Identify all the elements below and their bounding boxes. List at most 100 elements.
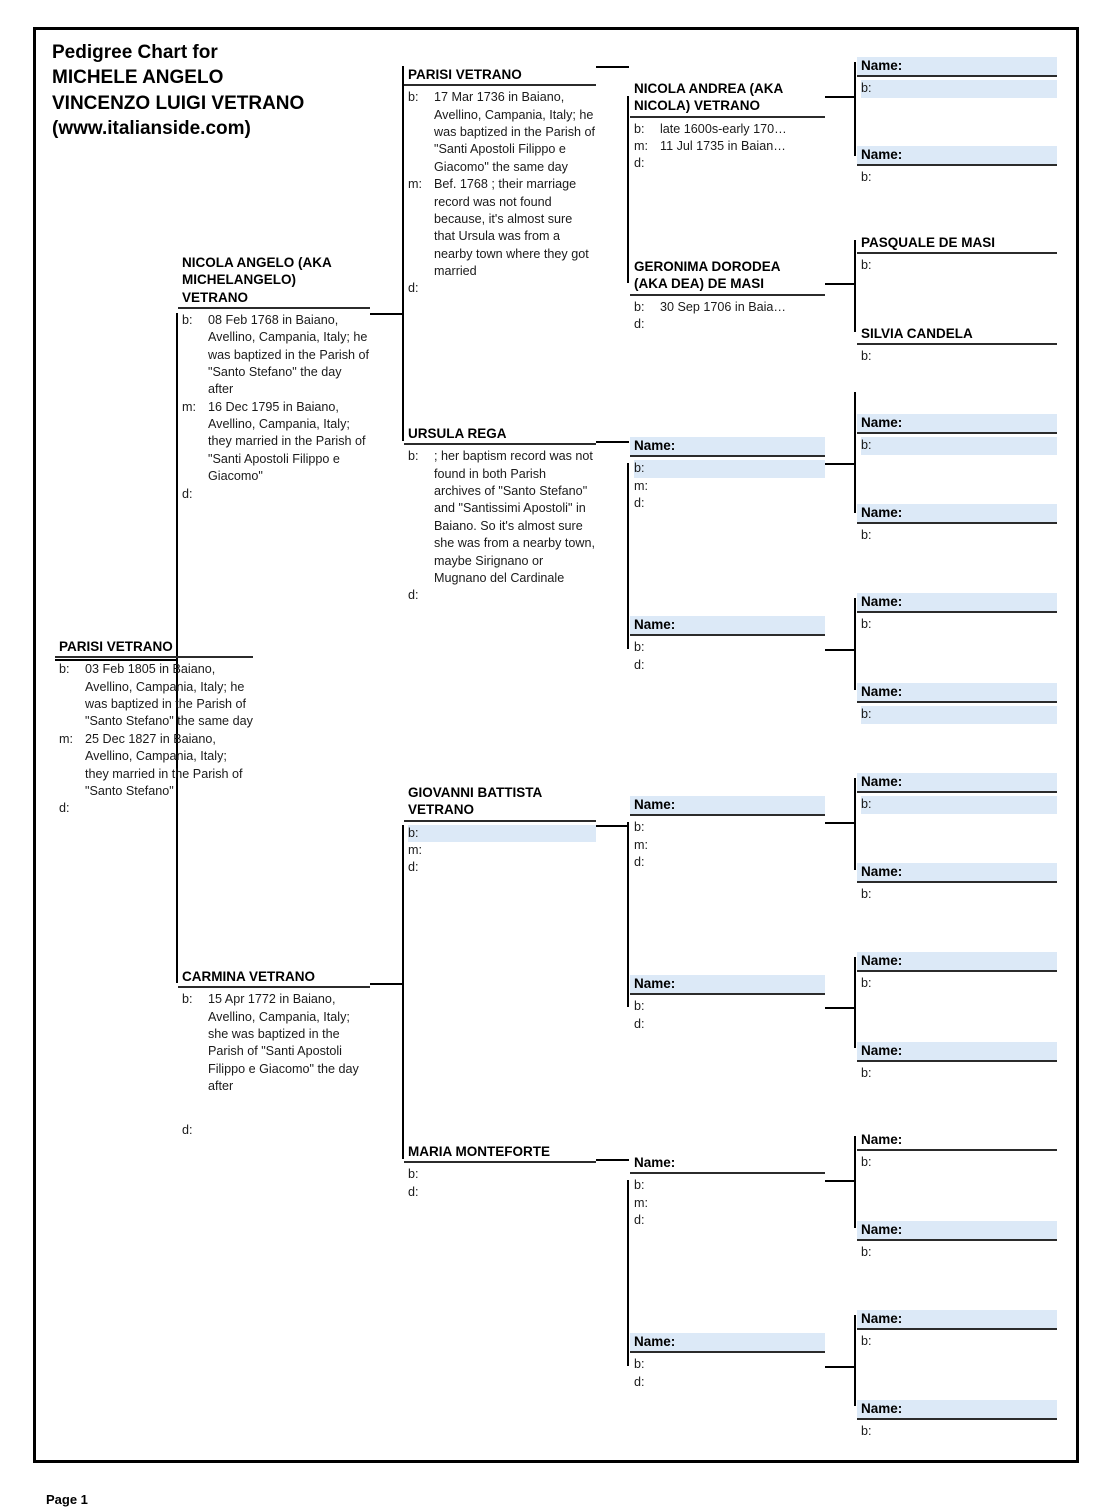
- connector-root-stub: [55, 659, 177, 661]
- marriage-value: 25 Dec 1827 in Baiano, Avellino, Campani…: [85, 731, 243, 798]
- person-box-g5-13[interactable]: Name: b:: [857, 1131, 1057, 1172]
- fact-death: d:: [634, 316, 825, 333]
- page-footer: Page 1: [46, 1492, 88, 1507]
- person-box-g5-14[interactable]: Name: b:: [857, 1221, 1057, 1262]
- death-value: [660, 1212, 825, 1229]
- person-box-g5-7[interactable]: Name: b:: [857, 593, 1057, 634]
- fact-marriage: m:: [408, 842, 596, 859]
- death-value: [660, 155, 825, 172]
- fact-birth: b:; her baptism record was not found in …: [408, 448, 596, 587]
- birth-label: b:: [861, 81, 872, 96]
- person-box-g5-9[interactable]: Name: b:: [857, 773, 1057, 814]
- marriage-label: m:: [634, 837, 648, 852]
- person-box-g3-mm[interactable]: MARIA MONTEFORTE b: d:: [404, 1143, 596, 1201]
- person-box-g5-1[interactable]: Name: b:: [857, 57, 1057, 98]
- birth-value: [887, 1423, 1057, 1440]
- fact-death: d:: [59, 800, 253, 817]
- person-name: PASQUALE DE MASI: [857, 234, 1057, 255]
- death-value: [434, 280, 596, 297]
- connector-g2m-vertical: [402, 825, 404, 1159]
- person-name: Name:: [857, 504, 1057, 525]
- person-box-g5-15[interactable]: Name: b:: [857, 1310, 1057, 1351]
- death-label: d:: [182, 1122, 193, 1137]
- birth-value: [887, 886, 1057, 903]
- person-box-g5-11[interactable]: Name: b:: [857, 952, 1057, 993]
- fact-birth: b:: [861, 1244, 1057, 1261]
- connector-g4-2-stub: [825, 283, 856, 285]
- death-label: d:: [634, 657, 645, 672]
- birth-label: b:: [408, 90, 419, 105]
- person-box-g3-fm[interactable]: URSULA REGA b:; her baptism record was n…: [404, 425, 596, 605]
- fact-birth: b:: [861, 706, 1057, 724]
- birth-label: b:: [861, 528, 872, 543]
- connector-g3fm-vertical: [627, 463, 629, 649]
- fact-marriage: m:: [634, 1195, 825, 1212]
- birth-label: b:: [861, 1245, 872, 1260]
- person-box-g4-6[interactable]: Name: b: d:: [630, 975, 825, 1033]
- person-name: Name:: [857, 773, 1057, 794]
- birth-label: b:: [861, 976, 872, 991]
- person-box-g5-4[interactable]: SILVIA CANDELA b:: [857, 325, 1057, 366]
- fact-birth: b:17 Mar 1736 in Baiano, Avellino, Campa…: [408, 89, 596, 176]
- person-box-g5-5[interactable]: Name: b:: [857, 414, 1057, 455]
- person-box-g5-3[interactable]: PASQUALE DE MASI b:: [857, 234, 1057, 275]
- birth-value: [887, 1333, 1057, 1350]
- person-name: Name:: [857, 863, 1057, 884]
- person-box-g5-8[interactable]: Name: b:: [857, 683, 1057, 724]
- person-box-g4-4[interactable]: Name: b: d:: [630, 616, 825, 674]
- marriage-value: [434, 842, 596, 859]
- person-box-g4-5[interactable]: Name: b: m: d:: [630, 796, 825, 871]
- connector-g2f-vertical: [402, 66, 404, 441]
- person-box-g4-1[interactable]: NICOLA ANDREA (AKA NICOLA) VETRANO b:lat…: [630, 80, 825, 173]
- person-name: PARISI VETRANO: [404, 66, 596, 87]
- connector-g4-1-stub: [825, 96, 856, 98]
- birth-label: b:: [634, 640, 645, 655]
- birth-label: b:: [861, 1155, 872, 1170]
- person-box-g3-ff[interactable]: PARISI VETRANO b:17 Mar 1736 in Baiano, …: [404, 66, 596, 298]
- person-box-g4-2[interactable]: GERONIMA DORODEA (AKA DEA) DE MASI b:30 …: [630, 258, 825, 333]
- death-label: d:: [634, 855, 645, 870]
- connector-g3mm-stub: [596, 1159, 629, 1161]
- birth-value: [887, 80, 1057, 97]
- connector-g2f-stub: [370, 313, 404, 315]
- connector-g4-5-stub: [825, 822, 856, 824]
- marriage-value: Bef. 1768 ; their marriage record was no…: [434, 177, 589, 279]
- person-box-root[interactable]: PARISI VETRANO b:03 Feb 1805 in Baiano, …: [55, 638, 253, 818]
- person-box-g5-2[interactable]: Name: b:: [857, 146, 1057, 187]
- person-box-g4-8[interactable]: Name: b: d:: [630, 1333, 825, 1391]
- connector-g3mm-vertical: [627, 1180, 629, 1366]
- birth-label: b:: [59, 662, 70, 677]
- birth-label: b:: [634, 1357, 645, 1372]
- person-name: Name:: [857, 1131, 1057, 1152]
- death-value: [208, 486, 370, 503]
- person-box-g2-father[interactable]: NICOLA ANGELO (AKA MICHELANGELO) VETRANO…: [178, 254, 370, 503]
- fact-death: d:: [182, 1122, 370, 1139]
- fact-birth: b:: [861, 616, 1057, 633]
- connector-g3fm-stub: [596, 441, 629, 443]
- fact-death: d:: [634, 1212, 825, 1229]
- page-title: Pedigree Chart for MICHELE ANGELO VINCEN…: [52, 42, 305, 139]
- person-name: CARMINA VETRANO: [178, 968, 370, 989]
- birth-label: b:: [634, 999, 645, 1014]
- fact-birth: b:: [861, 1333, 1057, 1350]
- connector-g4-8-vertical: [854, 1315, 856, 1406]
- person-box-g2-mother[interactable]: CARMINA VETRANO b:15 Apr 1772 in Baiano,…: [178, 968, 370, 1139]
- birth-label: b:: [861, 258, 872, 273]
- person-box-g5-12[interactable]: Name: b:: [857, 1042, 1057, 1083]
- fact-birth: b:: [634, 639, 825, 656]
- fact-birth: b:08 Feb 1768 in Baiano, Avellino, Campa…: [182, 312, 370, 399]
- fact-death: d:: [408, 859, 596, 876]
- person-box-g4-3[interactable]: Name: b: m: d:: [630, 437, 825, 512]
- birth-value: [887, 1065, 1057, 1082]
- person-box-g5-10[interactable]: Name: b:: [857, 863, 1057, 904]
- person-box-g3-mf[interactable]: GIOVANNI BATTISTA VETRANO b: m: d:: [404, 784, 596, 877]
- person-box-g5-16[interactable]: Name: b:: [857, 1400, 1057, 1441]
- birth-value: [434, 1166, 596, 1183]
- connector-g4-6-stub: [825, 1007, 856, 1009]
- person-box-g4-7[interactable]: Name: b: m: d:: [630, 1154, 825, 1229]
- connector-g2m-stub: [370, 983, 404, 985]
- connector-g4-8-stub: [825, 1366, 856, 1368]
- birth-value: 03 Feb 1805 in Baiano, Avellino, Campani…: [85, 662, 253, 729]
- person-box-g5-6[interactable]: Name: b:: [857, 504, 1057, 545]
- person-name: URSULA REGA: [404, 425, 596, 446]
